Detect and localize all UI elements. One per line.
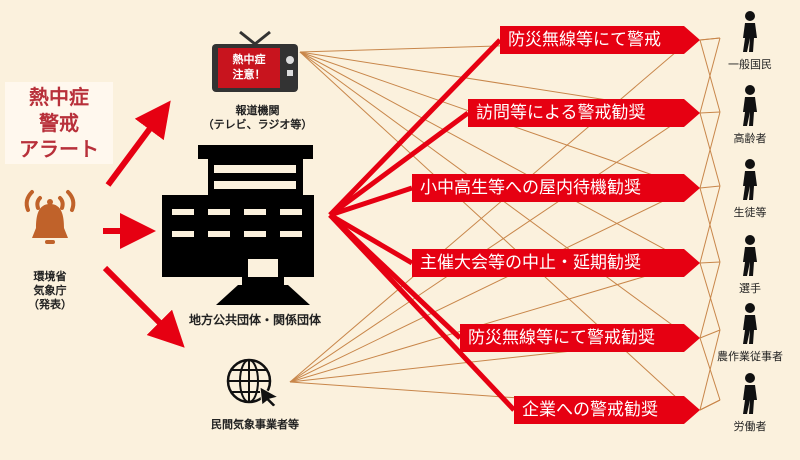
target-line	[699, 111, 721, 189]
target-line	[699, 185, 721, 264]
person-icon	[735, 10, 765, 58]
bell-icon	[24, 190, 76, 244]
person-label: 農作業従事者	[717, 350, 783, 363]
source-label: 環境省 気象庁 （発表）	[28, 270, 72, 311]
private-line	[289, 262, 691, 383]
person-label: 選手	[739, 282, 761, 295]
person-icon	[735, 302, 765, 350]
fan-line	[328, 212, 414, 266]
person-label: 一般国民	[728, 58, 772, 71]
arrow-to-private	[102, 265, 185, 348]
person-icon	[735, 234, 765, 282]
private-line	[289, 39, 691, 383]
arrow-to-media	[105, 100, 171, 187]
media-label: 報道機関（テレビ、ラジオ等）	[202, 104, 313, 131]
heat-alert-title: 熱中症 警戒 アラート	[5, 82, 113, 164]
target-line	[699, 262, 721, 331]
private-label: 民間気象事業者等	[211, 418, 299, 431]
target-line	[699, 261, 721, 264]
fan-line	[329, 185, 413, 218]
person-label: 生徒等	[733, 206, 767, 219]
fan-line	[328, 38, 502, 217]
action-box: 訪問等による警戒勧奨	[468, 99, 700, 127]
target-line	[699, 261, 721, 339]
action-box: 小中高生等への屋内待機勧奨	[412, 174, 700, 202]
tv-icon: 熱中症注意！	[210, 30, 300, 94]
fan-line	[328, 110, 470, 218]
private-line	[289, 112, 691, 383]
person-icon	[735, 158, 765, 206]
media-line	[299, 51, 691, 264]
person-label: 高齢者	[733, 132, 767, 145]
person-icon	[735, 84, 765, 132]
fan-line	[328, 213, 516, 412]
target-line	[699, 37, 721, 41]
action-box: 防災無線等にて警戒	[500, 26, 700, 54]
action-box: 企業への警戒勧奨	[514, 396, 700, 424]
action-box: 主催大会等の中止・延期勧奨	[412, 249, 700, 277]
globe-cursor-icon	[226, 358, 280, 407]
target-line	[699, 37, 721, 114]
person-icon	[735, 372, 765, 420]
target-line	[699, 329, 721, 411]
action-box: 防災無線等にて警戒勧奨	[460, 324, 700, 352]
private-line	[289, 187, 691, 383]
local-gov-label: 地方公共団体・関係団体	[188, 313, 321, 327]
person-label: 労働者	[733, 420, 767, 433]
target-line	[699, 399, 721, 411]
target-line	[699, 111, 721, 114]
target-line	[699, 329, 721, 339]
building-icon	[162, 145, 314, 305]
target-line	[699, 185, 721, 189]
